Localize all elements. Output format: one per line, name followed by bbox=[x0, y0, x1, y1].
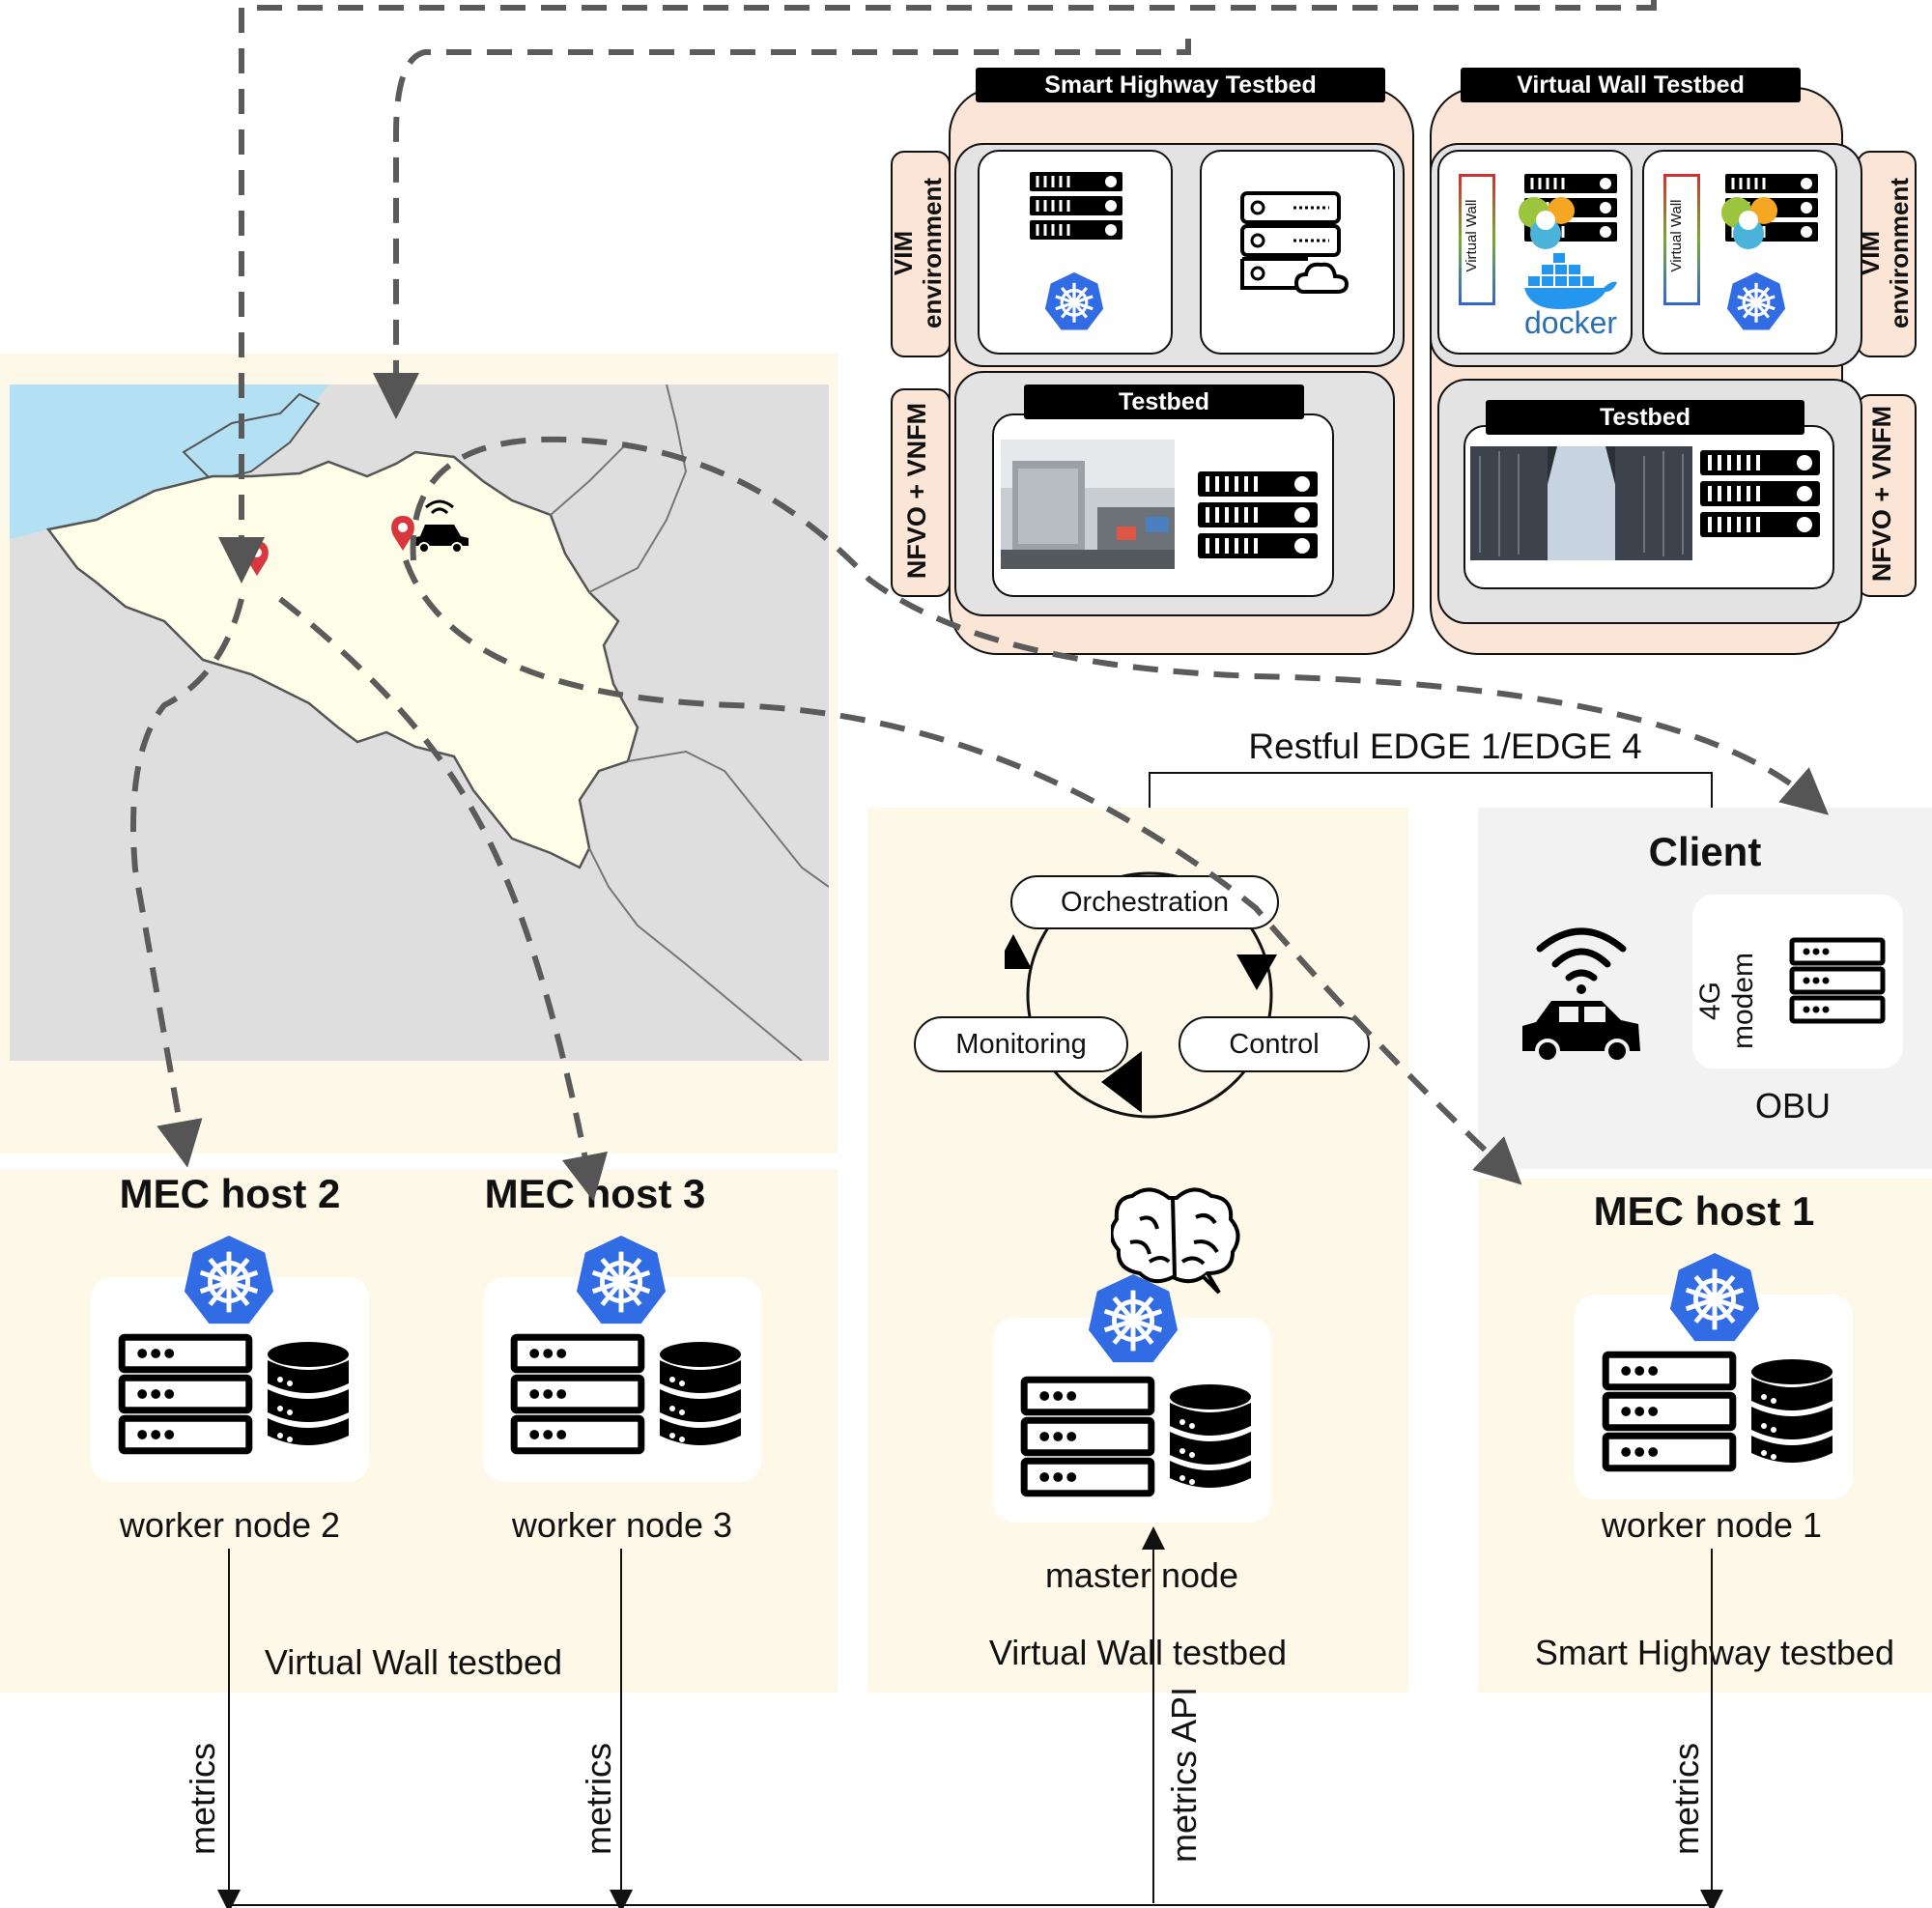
kubernetes-icon bbox=[184, 1235, 274, 1324]
server-rack-icon bbox=[1700, 450, 1820, 537]
obu-label: OBU bbox=[1754, 1086, 1831, 1125]
location-pin-icon bbox=[391, 516, 414, 551]
smart-highway-title: Smart Highway Testbed bbox=[976, 68, 1385, 102]
cloud-server-icon bbox=[1240, 191, 1349, 294]
metrics-label-1: metrics bbox=[1666, 1743, 1706, 1855]
sh-testbed-label: Testbed bbox=[1024, 384, 1304, 419]
server-icon bbox=[510, 1333, 645, 1455]
database-icon bbox=[1170, 1384, 1251, 1488]
database-icon bbox=[660, 1342, 741, 1445]
nfvo-tab-right bbox=[1857, 394, 1917, 597]
kubernetes-icon bbox=[576, 1235, 667, 1324]
rack-server-icon bbox=[1030, 172, 1122, 240]
metrics-label-3: metrics bbox=[579, 1743, 618, 1855]
highway-photo bbox=[1001, 440, 1175, 569]
server-icon bbox=[1789, 937, 1886, 1024]
master-node-label: master node bbox=[1044, 1555, 1239, 1595]
openstack-logo-icon bbox=[1519, 197, 1575, 249]
brain-icon bbox=[1111, 1187, 1240, 1295]
caption-right: Smart Highway testbed bbox=[1534, 1633, 1895, 1672]
docker-whale-icon bbox=[1524, 253, 1617, 309]
kubernetes-icon bbox=[1044, 271, 1104, 330]
worker-node-3-label: worker node 3 bbox=[511, 1505, 733, 1545]
virtual-wall-logo bbox=[1663, 174, 1700, 305]
mec2-title: MEC host 2 bbox=[119, 1171, 341, 1216]
server-icon bbox=[1602, 1351, 1737, 1472]
metrics-label-2: metrics bbox=[183, 1743, 222, 1855]
control-node: Control bbox=[1179, 1016, 1370, 1072]
database-icon bbox=[1751, 1359, 1833, 1463]
virtual-wall-title: Virtual Wall Testbed bbox=[1461, 68, 1801, 102]
worker-node-1-label: worker node 1 bbox=[1601, 1505, 1823, 1545]
mec1-title: MEC host 1 bbox=[1593, 1188, 1815, 1234]
kubernetes-icon bbox=[1088, 1273, 1179, 1363]
metrics-api-label: metrics API bbox=[1164, 1686, 1204, 1864]
database-icon bbox=[268, 1342, 349, 1445]
connected-car-icon bbox=[412, 499, 469, 554]
server-icon bbox=[118, 1333, 253, 1455]
server-rack-icon bbox=[1198, 471, 1318, 558]
openstack-logo-icon bbox=[1721, 197, 1777, 249]
kubernetes-icon bbox=[1726, 271, 1786, 330]
orchestration-node: Orchestration bbox=[1010, 875, 1279, 929]
control-loop bbox=[1005, 871, 1277, 1119]
monitoring-node: Monitoring bbox=[914, 1016, 1128, 1072]
worker-node-2-label: worker node 2 bbox=[119, 1505, 341, 1545]
caption-left: Virtual Wall testbed bbox=[264, 1642, 563, 1682]
client-title: Client bbox=[1648, 829, 1762, 874]
connected-car-icon bbox=[1522, 927, 1640, 1061]
virtual-wall-logo bbox=[1459, 174, 1495, 305]
datacenter-photo bbox=[1470, 446, 1692, 560]
restful-link-line bbox=[1149, 772, 1713, 808]
vw-testbed-label: Testbed bbox=[1486, 400, 1804, 435]
kubernetes-icon bbox=[1669, 1252, 1760, 1342]
nfvo-tab-left bbox=[891, 388, 951, 597]
caption-center: Virtual Wall testbed bbox=[988, 1633, 1288, 1672]
vim-tab-left bbox=[891, 151, 951, 357]
restful-link-label: Restful EDGE 1/EDGE 4 bbox=[1248, 726, 1642, 766]
server-icon bbox=[1020, 1376, 1155, 1497]
docker-label: docker bbox=[1523, 305, 1618, 340]
sh-cloud-card bbox=[1200, 150, 1395, 355]
belgium-map bbox=[10, 384, 829, 1061]
